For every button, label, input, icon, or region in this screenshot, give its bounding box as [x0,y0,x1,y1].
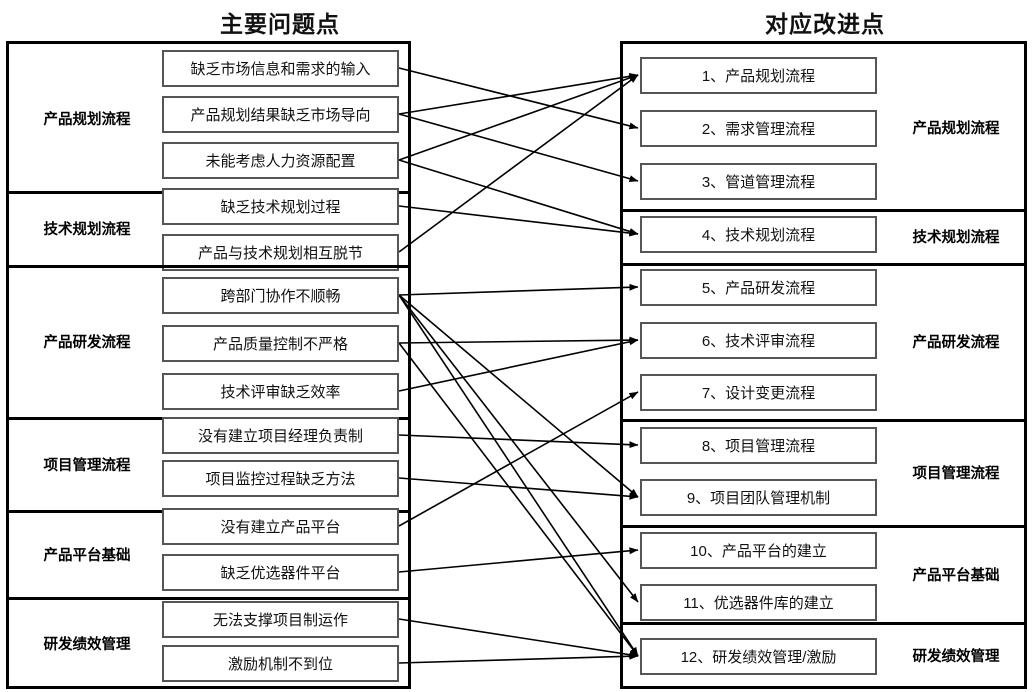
problem-box[interactable]: 无法支撑项目制运作 [162,600,399,638]
connector-line [398,338,639,392]
connector-line [398,205,639,237]
left-group-separator [6,597,411,600]
left-group-label: 产品研发流程 [43,335,131,351]
right-group-label: 产品规划流程 [912,120,1000,137]
problem-box[interactable]: 跨部门协作不顺畅 [162,276,399,314]
connector-line [398,72,639,115]
left-panel-title: 主要问题点 [220,11,340,37]
problem-box[interactable]: 激励机制不到位 [162,644,399,682]
left-group-label: 研发绩效管理 [43,636,131,653]
left-group-label: 产品规划流程 [43,111,131,128]
improvement-box[interactable]: 4、技术规划流程 [640,215,877,253]
problem-box[interactable]: 产品质量控制不严格 [162,324,399,362]
problem-box[interactable]: 产品规划结果缺乏市场导向 [162,95,399,133]
improvement-box[interactable]: 5、产品研发流程 [640,268,877,306]
connector-line [398,294,639,657]
right-group-label: 产品研发流程 [912,335,1000,351]
connector-line [398,74,639,161]
right-group-label: 技术规划流程 [912,230,1000,246]
improvement-box[interactable]: 7、设计变更流程 [640,373,877,411]
connector-line [398,159,639,235]
problem-box[interactable]: 项目监控过程缺乏方法 [162,459,399,497]
right-panel [620,41,1027,689]
right-group-separator [620,419,1027,422]
connector-line [398,477,639,500]
problem-box[interactable]: 缺乏技术规划过程 [162,187,399,225]
improvement-box[interactable]: 2、需求管理流程 [640,109,877,147]
left-panel [6,41,411,689]
improvement-box[interactable]: 10、产品平台的建立 [640,531,877,569]
right-panel-title: 对应改进点 [765,11,885,37]
left-group-label: 项目管理流程 [43,457,131,474]
right-group-separator [620,263,1027,266]
problem-box[interactable]: 技术评审缺乏效率 [162,372,399,410]
right-group-label: 研发绩效管理 [912,649,1000,665]
improvement-box[interactable]: 3、管道管理流程 [640,162,877,200]
problem-box[interactable]: 没有建立产品平台 [162,507,399,545]
connector-line [398,294,639,603]
connector-line [398,74,639,253]
right-group-separator [620,209,1027,212]
connector-line [398,391,639,527]
problem-box[interactable]: 没有建立项目经理负责制 [162,416,399,454]
left-group-separator [6,265,411,268]
improvement-box[interactable]: 6、技术评审流程 [640,321,877,359]
left-group-label: 技术规划流程 [43,222,131,238]
connector-line [398,342,639,657]
problem-box[interactable]: 未能考虑人力资源配置 [162,141,399,179]
improvement-box[interactable]: 9、项目团队管理机制 [640,478,877,516]
problem-box[interactable]: 缺乏优选器件平台 [162,553,399,591]
improvement-box[interactable]: 11、优选器件库的建立 [640,583,877,621]
connector-line [398,113,639,183]
connector-line [398,294,639,498]
problem-box[interactable]: 缺乏市场信息和需求的输入 [162,49,399,87]
right-group-label: 产品平台基础 [912,567,1000,584]
connector-line [398,652,639,664]
connector-line [398,547,639,573]
problem-box[interactable]: 产品与技术规划相互脱节 [162,233,399,271]
right-group-separator [620,622,1027,625]
improvement-box[interactable]: 8、项目管理流程 [640,426,877,464]
connector-line [398,283,639,296]
connector-line [398,67,639,130]
connector-line [398,336,639,344]
improvement-box[interactable]: 12、研发绩效管理/激励 [640,637,877,675]
left-group-label: 产品平台基础 [43,547,131,564]
right-group-label: 项目管理流程 [912,466,1000,482]
connector-line [398,434,639,449]
right-group-separator [620,525,1027,528]
improvement-box[interactable]: 1、产品规划流程 [640,56,877,94]
connector-line [398,618,639,659]
